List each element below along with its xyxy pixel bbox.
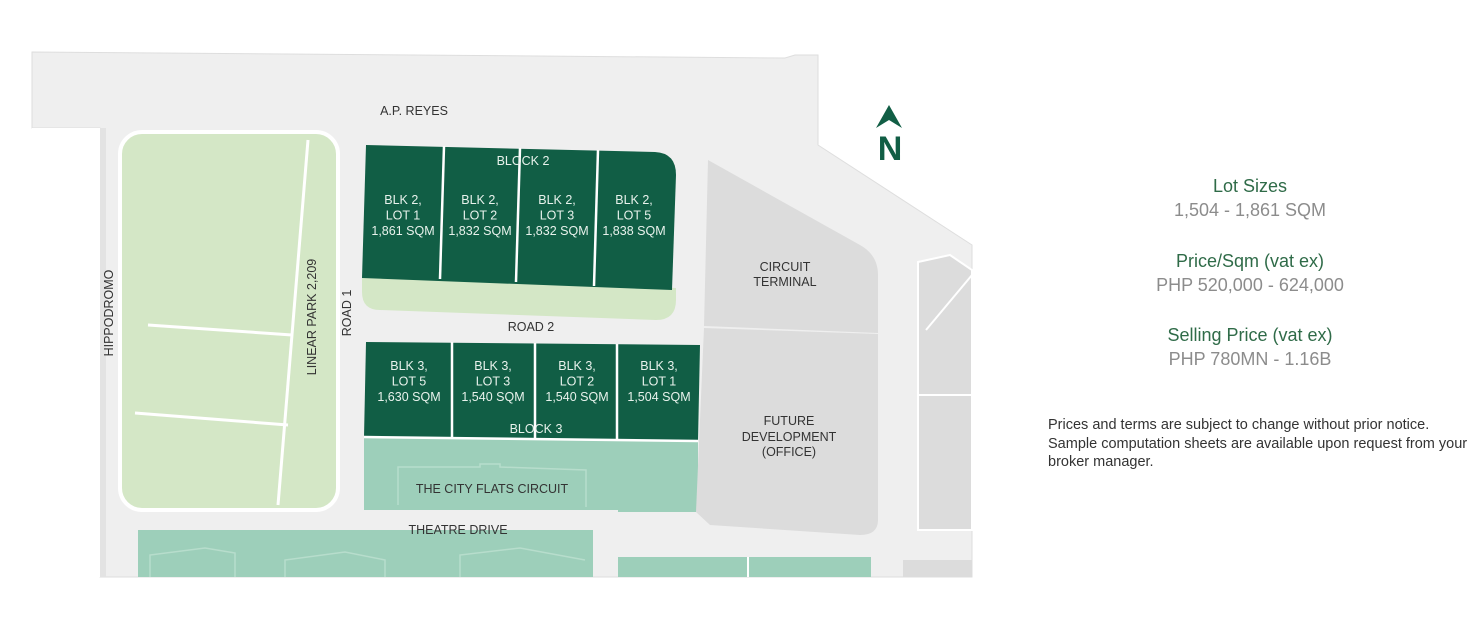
east-buildings	[917, 253, 973, 531]
north-arrow-icon: N	[876, 105, 902, 168]
selling-price-value: PHP 780MN - 1.16B	[1168, 349, 1332, 369]
road-label-ap-reyes: A.P. REYES	[380, 104, 448, 118]
road-label-hippodromo: HIPPODROMO	[102, 269, 116, 356]
lot-label-area: 1,540 SQM	[545, 390, 608, 404]
future-dev-label-2: DEVELOPMENT	[742, 430, 837, 444]
selling-price-label: Selling Price (vat ex)	[1167, 325, 1333, 345]
lot-label-line1: BLK 2,	[461, 193, 499, 207]
price-sqm-section: Price/Sqm (vat ex) PHP 520,000 - 624,000	[1090, 249, 1410, 297]
road-label-road-1: ROAD 1	[340, 290, 354, 337]
lot-label-line2: LOT 5	[617, 209, 652, 223]
disclaimer: Prices and terms are subject to change w…	[1048, 417, 1468, 470]
lot-label-line2: LOT 3	[540, 209, 575, 223]
north-label: N	[878, 130, 903, 168]
block-3-label: BLOCK 3	[510, 422, 563, 436]
circuit-terminal-label-2: TERMINAL	[753, 275, 816, 289]
south-parcel-1	[138, 530, 593, 577]
lot-label-area: 1,832 SQM	[525, 224, 588, 238]
lot-label-line1: BLK 2,	[538, 193, 576, 207]
lot-label-line2: LOT 2	[560, 375, 595, 389]
lot-label-line1: BLK 2,	[384, 193, 422, 207]
block-3-extension	[618, 440, 698, 512]
city-flats-label: THE CITY FLATS CIRCUIT	[416, 482, 569, 496]
lot-label-line1: BLK 3,	[390, 359, 428, 373]
lot-label-area: 1,630 SQM	[377, 390, 440, 404]
lot-label-line1: BLK 2,	[615, 193, 653, 207]
lot-label-area: 1,838 SQM	[602, 224, 665, 238]
city-flats-circuit	[364, 438, 618, 510]
selling-price-section: Selling Price (vat ex) PHP 780MN - 1.16B	[1090, 323, 1410, 371]
circuit-terminal	[704, 160, 878, 333]
future-dev-label-3: (OFFICE)	[762, 445, 816, 459]
lot-label-line1: BLK 3,	[474, 359, 512, 373]
lot-label-area: 1,832 SQM	[448, 224, 511, 238]
circuit-terminal-label-1: CIRCUIT	[760, 260, 811, 274]
lot-label-line2: LOT 2	[463, 209, 498, 223]
road-label-road-2: ROAD 2	[508, 320, 555, 334]
lot-sizes-label: Lot Sizes	[1212, 176, 1288, 196]
hippodromo-edge	[32, 128, 100, 577]
lot-label-area: 1,540 SQM	[461, 390, 524, 404]
price-sqm-value: PHP 520,000 - 624,000	[1156, 275, 1344, 295]
hippodromo-road-line	[100, 128, 106, 577]
future-dev-label-1: FUTURE	[764, 414, 815, 428]
city-flats-outline	[397, 463, 587, 507]
lot-label-area: 1,861 SQM	[371, 224, 434, 238]
linear-park-label: LINEAR PARK 2,209	[305, 259, 319, 376]
linear-park-dividers	[134, 139, 310, 506]
lot-sizes-section: Lot Sizes 1,504 - 1,861 SQM	[1090, 174, 1410, 222]
price-sqm-label: Price/Sqm (vat ex)	[1175, 251, 1325, 271]
lot-label-line1: BLK 3,	[640, 359, 678, 373]
block-2-label: BLOCK 2	[497, 154, 550, 168]
lot-label-area: 1,504 SQM	[627, 390, 690, 404]
lot-label-line1: BLK 3,	[558, 359, 596, 373]
lot-label-line2: LOT 5	[392, 375, 427, 389]
road-label-theatre-drive: THEATRE DRIVE	[408, 523, 507, 537]
lot-label-line2: LOT 1	[386, 209, 421, 223]
south-parcel-2	[618, 557, 871, 577]
south-parcel-3	[903, 560, 972, 577]
lot-label-line2: LOT 1	[642, 375, 677, 389]
lot-label-line2: LOT 3	[476, 375, 511, 389]
future-development	[696, 328, 878, 535]
lot-sizes-value: 1,504 - 1,861 SQM	[1173, 200, 1327, 220]
site-map: A.P. REYES HIPPODROMO LINEAR PARK 2,209 …	[31, 51, 973, 578]
